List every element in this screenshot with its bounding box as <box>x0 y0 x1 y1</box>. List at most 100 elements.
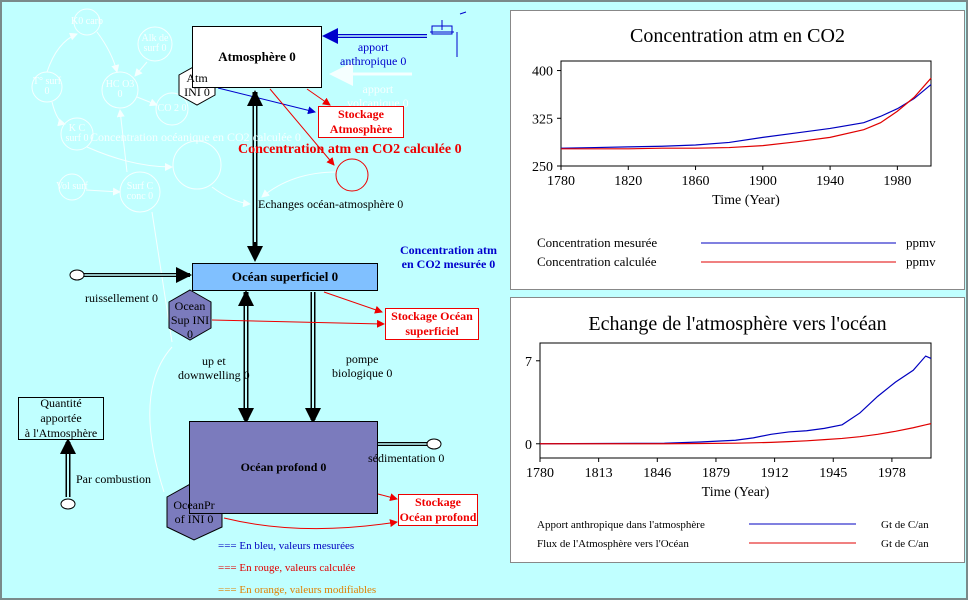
series-line-0 <box>560 84 932 149</box>
t: pompe <box>345 352 379 366</box>
chart-concentration-panel: Concentration atm en CO2 1780 1820 1860 190… <box>510 10 965 290</box>
t: Ocean <box>174 299 206 313</box>
legend-label: Flux de l'Atmosphère vers l'Océan <box>537 538 689 550</box>
faint-node-co2[interactable]: CO 2 0 <box>157 103 187 114</box>
ocean-superficiel-stock[interactable]: Océan superficiel 0 <box>192 263 378 291</box>
x-tick-label: 1813 <box>585 466 613 481</box>
legend-label: Concentration calculée <box>537 254 657 269</box>
faint-node-hco3[interactable]: HC O3 0 <box>105 79 135 100</box>
legend-label: Concentration mesurée <box>537 235 657 250</box>
faint-node-surf-c-conc[interactable]: Surf C conc 0 <box>126 181 154 202</box>
t: anthropique 0 <box>340 54 407 68</box>
y-tick-label: 250 <box>532 160 553 175</box>
x-tick-label: 1900 <box>749 174 777 189</box>
legend-unit: Gt de C/an <box>881 519 929 531</box>
legend-unit: Gt de C/an <box>881 538 929 550</box>
t: Atm <box>186 71 208 85</box>
x-tick-label: 1945 <box>819 466 847 481</box>
t: biologique 0 <box>332 366 393 380</box>
t: à l'Atmosphère <box>24 426 98 440</box>
par-combustion-label[interactable]: Par combustion <box>76 472 151 486</box>
y-tick-label: 400 <box>532 65 553 80</box>
legend-unit: ppmv <box>906 235 936 250</box>
t: apport <box>357 40 389 54</box>
t: Quantité apportée <box>40 396 82 425</box>
plot-area <box>539 342 932 459</box>
atmosphere-label: Atmosphère 0 <box>218 49 296 64</box>
x-tick-label: 1820 <box>614 174 642 189</box>
t: Océan superficiel 0 <box>231 269 339 284</box>
atmosphere-stock[interactable]: Atmosphère 0 <box>192 26 322 88</box>
echanges-label[interactable]: Echanges océan-atmosphère 0 <box>258 197 404 211</box>
faint-node-alk-surf[interactable]: Alk de surf 0 <box>141 33 169 54</box>
y-tick-label: 7 <box>525 355 532 370</box>
faint-node-k0-carb[interactable]: K0 carb <box>71 16 103 27</box>
t: Stockage Océan <box>391 309 473 323</box>
legend-blue: === En bleu, valeurs mesurées <box>218 540 355 552</box>
t: Stockage <box>415 495 461 509</box>
t: apport <box>362 82 394 96</box>
plot-area <box>560 60 932 167</box>
x-tick-label: 1860 <box>682 174 710 189</box>
x-axis-label: Time (Year) <box>702 485 770 500</box>
t: INI 0 <box>184 85 210 99</box>
chart-echange-panel: Echange de l'atmosphère vers l'océan 178… <box>510 297 965 563</box>
x-tick-label: 1978 <box>878 466 906 481</box>
faint-node-kc-surf[interactable]: K C surf 0 <box>65 123 89 144</box>
legend-unit: ppmv <box>906 254 936 269</box>
t: Stockage <box>338 107 384 121</box>
t: Sup INI <box>170 313 210 327</box>
t: Océan profond <box>399 510 477 524</box>
faint-node-t-surf[interactable]: T° surf 0 <box>32 76 62 97</box>
ocean-profond-stock[interactable]: Océan profond 0 <box>189 421 378 514</box>
t: of INI 0 <box>174 512 214 526</box>
x-axis-label: Time (Year) <box>712 193 780 208</box>
series-line-0 <box>539 355 932 445</box>
t: Atmosphère <box>329 122 393 136</box>
ruissellement-label[interactable]: ruissellement 0 <box>85 291 158 305</box>
series-line-1 <box>540 423 932 445</box>
y-tick-label: 325 <box>532 112 553 127</box>
sedimentation-label[interactable]: sédimentation 0 <box>368 451 445 465</box>
conc-oceanique-label: Concentration océanique en CO2 calculée … <box>90 130 301 144</box>
x-tick-label: 1940 <box>816 174 844 189</box>
t: OceanPr <box>173 498 215 512</box>
series-line-1 <box>561 77 932 150</box>
legend-label: Apport anthropique dans l'atmosphère <box>537 519 705 531</box>
legend-red: === En rouge, valeurs calculée <box>218 562 356 574</box>
x-tick-label: 1879 <box>702 466 730 481</box>
legend-orange: === En orange, valeurs modifiables <box>218 584 377 596</box>
x-tick-label: 1846 <box>643 466 671 481</box>
x-tick-label: 1980 <box>883 174 911 189</box>
t: superficiel <box>405 324 459 338</box>
chart-title: Echange de l'atmosphère vers l'océan <box>588 313 887 335</box>
conc-calculee-label[interactable]: Concentration atm en CO2 calculée 0 <box>238 142 462 157</box>
x-tick-label: 1780 <box>526 466 554 481</box>
chart-title: Concentration atm en CO2 <box>630 25 845 47</box>
y-tick-label: 0 <box>525 438 532 453</box>
t: Océan profond 0 <box>240 460 327 474</box>
x-tick-label: 1912 <box>761 466 789 481</box>
t: Concentration atm <box>400 243 497 257</box>
x-tick-label: 1780 <box>547 174 575 189</box>
t: downwelling 0 <box>178 368 250 382</box>
t: 0 <box>187 327 193 341</box>
faint-node-vol-surf[interactable]: Vol surf <box>56 181 88 192</box>
t: en CO2 mesurée 0 <box>401 257 496 271</box>
